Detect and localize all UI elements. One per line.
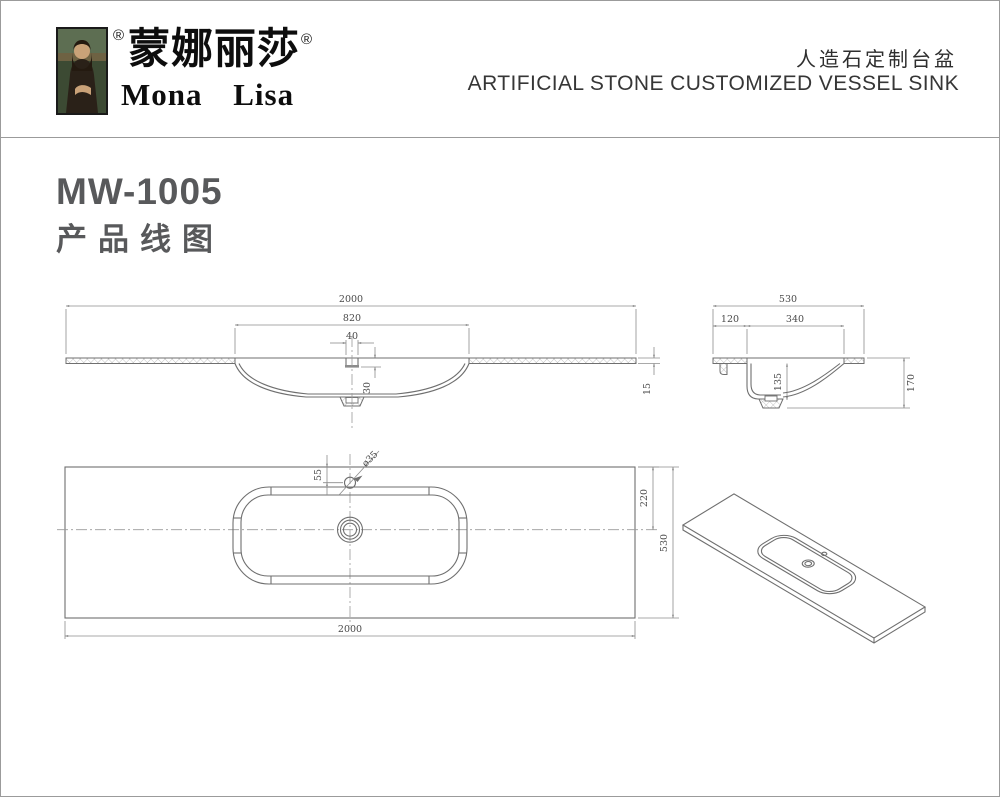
dim-side-overall-height: 170 bbox=[906, 374, 917, 392]
isometric-view bbox=[682, 449, 926, 644]
product-type-english: ARTIFICIAL STONE CUSTOMIZED VESSEL SINK bbox=[467, 72, 959, 95]
drawing-type-label: 产品线图 bbox=[56, 222, 224, 257]
brand-name-english: Mona Lisa bbox=[121, 77, 295, 112]
dim-side-basin-inner-height: 135 bbox=[773, 373, 784, 391]
registered-trademark-icon: ® bbox=[113, 27, 125, 44]
dim-front-overall-width: 2000 bbox=[339, 294, 363, 305]
iso-top-face bbox=[683, 494, 925, 638]
side-dimensions: 530 120 340 135 170 bbox=[712, 294, 917, 409]
dim-front-countertop-thickness: 15 bbox=[642, 383, 653, 395]
plan-faucet-hole bbox=[343, 476, 357, 489]
dim-side-overall-depth: 530 bbox=[779, 294, 797, 305]
brand-name-chinese: 蒙娜丽莎 bbox=[128, 25, 301, 72]
dim-plan-back-to-faucet: 55 bbox=[313, 469, 324, 481]
iso-drain bbox=[800, 559, 817, 569]
dim-front-faucet-hole-depth: 30 bbox=[362, 382, 373, 394]
dim-plan-back-to-drain: 220 bbox=[639, 489, 650, 507]
registered-trademark-icon: ® bbox=[301, 31, 313, 48]
front-dimensions: 2000 820 40 30 15 bbox=[65, 294, 660, 395]
dim-plan-faucet-hole-diameter: ø35 bbox=[360, 449, 380, 469]
side-section-view: 530 120 340 135 170 bbox=[712, 294, 917, 409]
basin-corner-ticks bbox=[233, 487, 467, 584]
product-type-chinese: 人造石定制台盆 bbox=[796, 49, 957, 71]
front-countertop-outline bbox=[65, 336, 637, 428]
model-number: MW-1005 bbox=[56, 171, 223, 212]
iso-faucet-hole bbox=[820, 552, 827, 556]
plan-view: ø35 55 220 530 2000 bbox=[57, 449, 679, 639]
front-section-view: 2000 820 40 30 15 bbox=[65, 294, 660, 428]
mona-lisa-painting-icon bbox=[58, 29, 106, 113]
dim-plan-overall-width: 2000 bbox=[338, 624, 362, 635]
mona-lisa-painting-logo bbox=[56, 27, 108, 115]
dim-side-front-to-basin: 120 bbox=[721, 314, 739, 325]
dim-front-basin-opening: 820 bbox=[343, 313, 361, 324]
plan-drain bbox=[336, 516, 364, 543]
plan-dimensions: ø35 55 220 530 2000 bbox=[64, 449, 679, 639]
dim-side-basin-depth: 340 bbox=[786, 314, 804, 325]
side-countertop-outline bbox=[712, 357, 865, 409]
dim-plan-overall-depth: 530 bbox=[659, 534, 670, 552]
header: ® 蒙娜丽莎 ® Mona Lisa 人造石定制台盆 ARTIFICIAL ST… bbox=[1, 1, 999, 138]
